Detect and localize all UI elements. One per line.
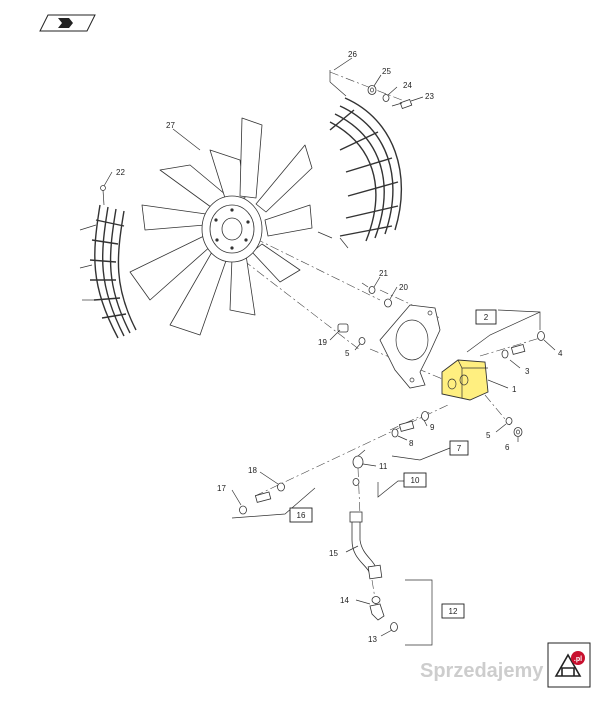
- callout-15: 15: [329, 549, 338, 558]
- group-box-10-label: 10: [411, 476, 420, 485]
- group-box-7-label: 7: [457, 444, 462, 453]
- callout-14: 14: [340, 596, 349, 605]
- group-box-10[interactable]: 10: [403, 472, 427, 488]
- callout-3: 3: [525, 367, 530, 376]
- right-fan-guard: [317, 70, 402, 249]
- washer-20: [384, 298, 392, 308]
- page-flip-icon[interactable]: [39, 14, 96, 32]
- callout-8: 8: [409, 439, 414, 448]
- spacer-19: [337, 323, 349, 333]
- callout-27: 27: [166, 121, 175, 130]
- callout-19: 19: [318, 338, 327, 347]
- group-box-12-label: 12: [449, 607, 458, 616]
- callout-22: 22: [116, 168, 125, 177]
- nut-25: [367, 85, 377, 95]
- callout-17: 17: [217, 484, 226, 493]
- bolt-21: [361, 282, 376, 294]
- callout-20: 20: [399, 283, 408, 292]
- page-return-icon[interactable]: .pl: [547, 642, 591, 688]
- callout-9: 9: [430, 423, 435, 432]
- o-ring-18: [277, 482, 285, 492]
- washer-5-left: [358, 337, 366, 345]
- o-ring-13: [390, 622, 398, 632]
- fitting-8: [391, 420, 415, 438]
- oil-cooler-block-highlighted[interactable]: [441, 359, 489, 401]
- group-box-2-label: 2: [484, 313, 489, 322]
- callout-25: 25: [382, 67, 391, 76]
- callout-6: 6: [505, 443, 510, 452]
- leader-lines: [103, 57, 556, 646]
- callout-1: 1: [512, 385, 517, 394]
- hose-pipe-15: [349, 511, 383, 580]
- o-ring-17: [239, 505, 247, 515]
- o-ring-4: [537, 331, 545, 341]
- left-fan-guard: [79, 185, 137, 339]
- o-ring-9: [421, 411, 429, 421]
- watermark-badge: .pl: [574, 656, 582, 663]
- group-box-7[interactable]: 7: [449, 440, 469, 456]
- washer-5-right: [505, 417, 513, 425]
- cooling-fan: [129, 117, 313, 336]
- callout-21: 21: [379, 269, 388, 278]
- group-box-2[interactable]: 2: [475, 309, 497, 325]
- callout-11: 11: [379, 462, 388, 471]
- fitting-17: [254, 491, 272, 503]
- elbow-fitting-14: [369, 596, 385, 621]
- nut-6: [513, 427, 523, 437]
- banjo-fitting-11: [352, 449, 366, 486]
- callout-5-left: 5: [345, 349, 350, 358]
- washer-24: [382, 94, 390, 102]
- callout-26: 26: [348, 50, 357, 59]
- callout-24: 24: [403, 81, 412, 90]
- watermark-text: Sprzedajemy: [420, 660, 544, 682]
- callout-18: 18: [248, 466, 257, 475]
- group-box-12[interactable]: 12: [441, 603, 465, 619]
- bolt-23: [391, 98, 413, 110]
- group-box-16-label: 16: [297, 511, 306, 520]
- watermark: Sprzedajemy: [420, 660, 544, 682]
- mounting-bracket: [379, 304, 441, 389]
- fitting-3: [501, 344, 526, 359]
- group-box-16[interactable]: 16: [289, 507, 313, 523]
- callout-4: 4: [558, 349, 563, 358]
- callout-23: 23: [425, 92, 434, 101]
- callout-13: 13: [368, 635, 377, 644]
- callout-5-right: 5: [486, 431, 491, 440]
